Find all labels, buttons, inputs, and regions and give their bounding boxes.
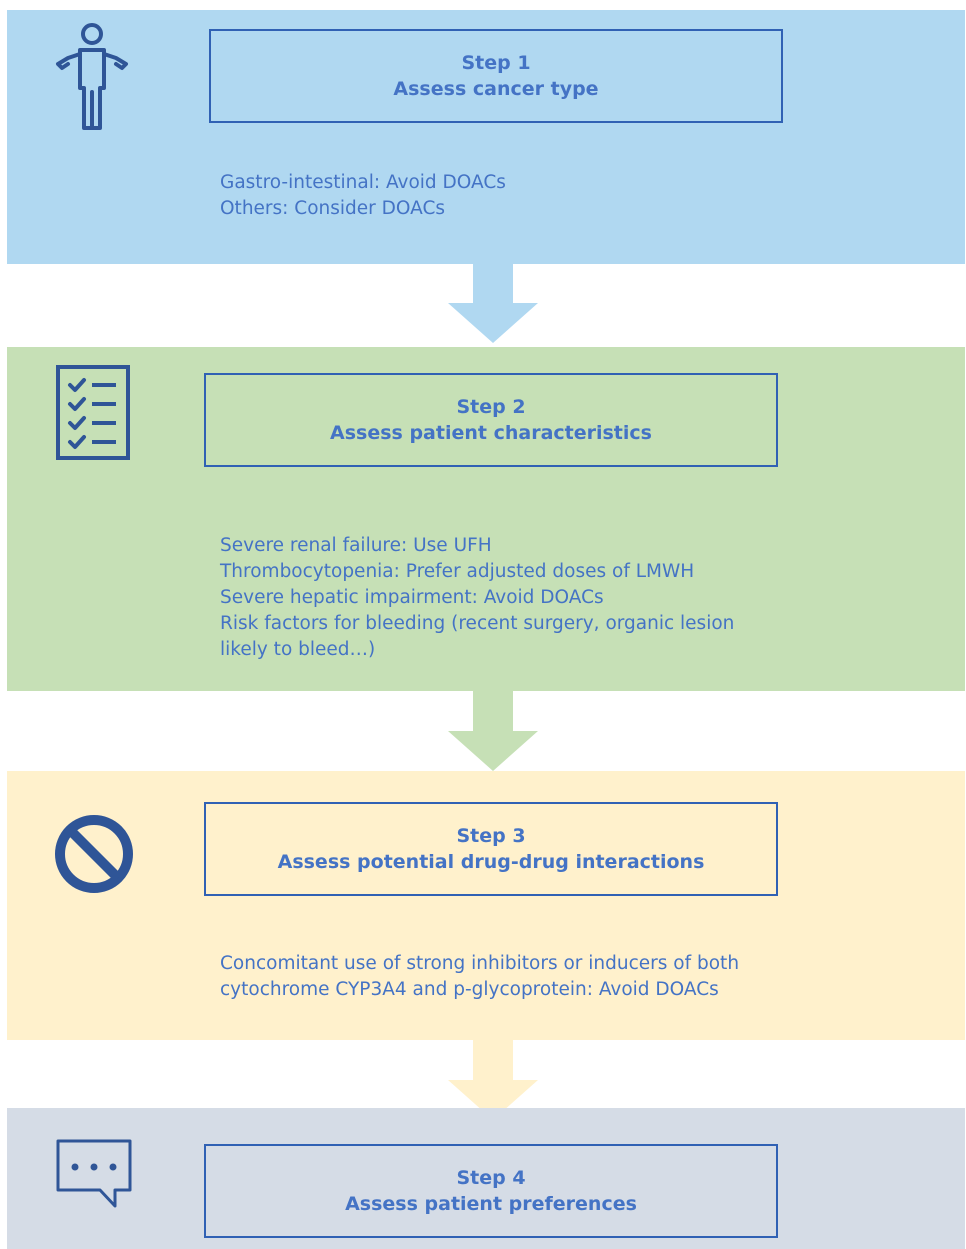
down-arrow-icon [448,263,538,343]
step-4-panel [7,1108,965,1249]
step-3-box: Step 3 Assess potential drug-drug intera… [204,802,778,896]
person-shrug-icon [56,23,128,130]
step-3-line: cytochrome CYP3A4 and p-glycoprotein: Av… [220,979,719,1000]
down-arrow-icon [448,691,538,771]
step-1-description: Gastro-intestinal: Avoid DOACs Others: C… [220,170,506,222]
step-2-line: Severe hepatic impairment: Avoid DOACs [220,587,604,608]
step-1-box: Step 1 Assess cancer type [209,29,783,123]
step-3-title: Step 3 [456,825,526,847]
down-arrow-icon [448,1040,538,1120]
step-3-panel [7,771,965,1040]
step-3-description: Concomitant use of strong inhibitors or … [220,951,739,1003]
step-2-subtitle: Assess patient characteristics [330,422,652,444]
step-3-subtitle: Assess potential drug-drug interactions [277,851,705,873]
step-4-subtitle: Assess patient preferences [345,1193,637,1215]
prohibited-icon [55,815,133,893]
step-1-line: Others: Consider DOACs [220,198,445,219]
step-2-description: Severe renal failure: Use UFH Thrombocyt… [220,533,734,663]
step-3-line: Concomitant use of strong inhibitors or … [220,953,740,974]
speech-bubble-icon [56,1139,132,1208]
step-2-panel [7,347,965,691]
step-2-line: likely to bleed…) [220,639,376,660]
checklist-icon [56,365,130,460]
step-4-title: Step 4 [456,1167,526,1189]
step-2-line: Risk factors for bleeding (recent surger… [220,613,735,634]
step-1-subtitle: Assess cancer type [393,78,599,100]
step-2-title: Step 2 [456,396,526,418]
step-1-line: Gastro-intestinal: Avoid DOACs [220,172,506,193]
step-4-box: Step 4 Assess patient preferences [204,1144,778,1238]
step-1-title: Step 1 [461,52,531,74]
step-2-box: Step 2 Assess patient characteristics [204,373,778,467]
step-1-panel [7,10,965,264]
step-2-line: Severe renal failure: Use UFH [220,535,492,556]
step-2-line: Thrombocytopenia: Prefer adjusted doses … [220,561,695,582]
